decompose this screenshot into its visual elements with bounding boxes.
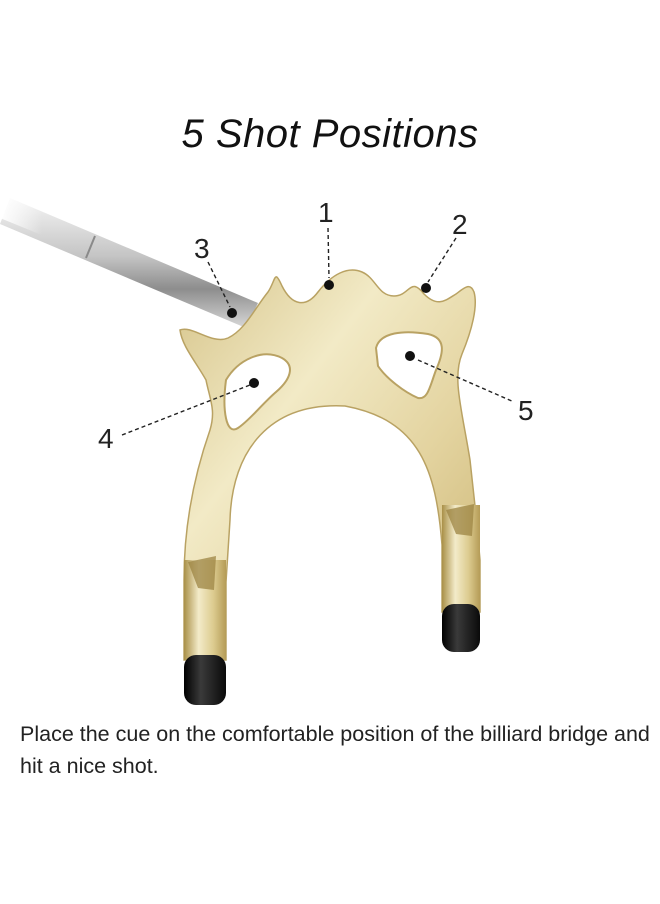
caption-text: Place the cue on the comfortable positio…	[20, 722, 650, 778]
hole-right	[374, 331, 443, 400]
position-2-leader	[427, 237, 457, 283]
hole-left	[223, 353, 291, 431]
position-1-label: 1	[318, 197, 334, 228]
position-3-label: 3	[194, 233, 210, 264]
position-5-leader	[417, 359, 515, 403]
position-5-label: 5	[518, 395, 534, 426]
position-3-leader	[207, 261, 231, 308]
cue-shaft	[0, 190, 258, 328]
position-4-label: 4	[98, 423, 114, 454]
position-5-marker	[405, 351, 415, 361]
position-4-leader	[121, 384, 251, 436]
page-title: 5 Shot Positions	[181, 112, 479, 156]
position-2-marker	[421, 283, 431, 293]
position-1-leader	[327, 227, 330, 279]
position-4-marker	[249, 378, 259, 388]
billiard-bridge-figure: 1 2 3 4 5	[0, 190, 534, 705]
right-tip	[442, 604, 480, 652]
position-3-marker	[227, 308, 237, 318]
position-1-marker	[324, 280, 334, 290]
position-2-label: 2	[452, 209, 468, 240]
left-tip	[184, 655, 226, 705]
